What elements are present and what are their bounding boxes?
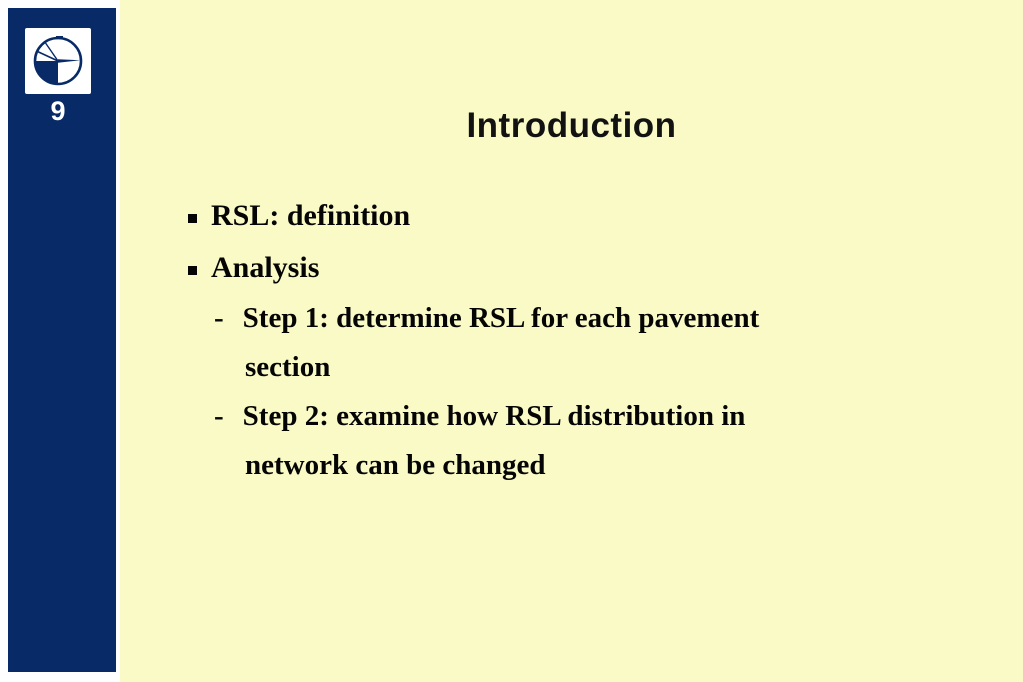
dash-bullet-icon: -	[214, 400, 224, 432]
sidebar-bar: 9	[8, 8, 116, 672]
slide-number: 9	[50, 96, 66, 126]
list-item-label: RSL: definition	[211, 199, 411, 232]
list-subitem-label: section	[245, 351, 331, 383]
bullet-square-icon	[188, 265, 197, 275]
bullet-square-icon	[188, 213, 197, 223]
list-item: RSL: definition	[188, 190, 948, 242]
bullet-list: RSL: definition Analysis - Step 1: deter…	[188, 190, 948, 490]
list-subitem-label: network can be changed	[245, 449, 546, 481]
list-subitem: - Step 2: examine how RSL distribution i…	[188, 392, 948, 441]
slide-body-background	[120, 0, 1023, 682]
list-subitem-continuation: section	[188, 343, 948, 392]
list-subitem-label: Step 2: examine how RSL distribution in	[242, 400, 746, 432]
clock-logo	[25, 28, 91, 94]
list-item-label: Analysis	[211, 251, 320, 284]
list-item: Analysis	[188, 242, 948, 294]
list-subitem: - Step 1: determine RSL for each pavemen…	[188, 294, 948, 343]
slide-title: Introduction	[466, 106, 677, 145]
list-subitem-label: Step 1: determine RSL for each pavement	[242, 302, 760, 334]
clock-icon	[33, 36, 83, 86]
dash-bullet-icon: -	[214, 302, 224, 334]
list-subitem-continuation: network can be changed	[188, 441, 948, 490]
